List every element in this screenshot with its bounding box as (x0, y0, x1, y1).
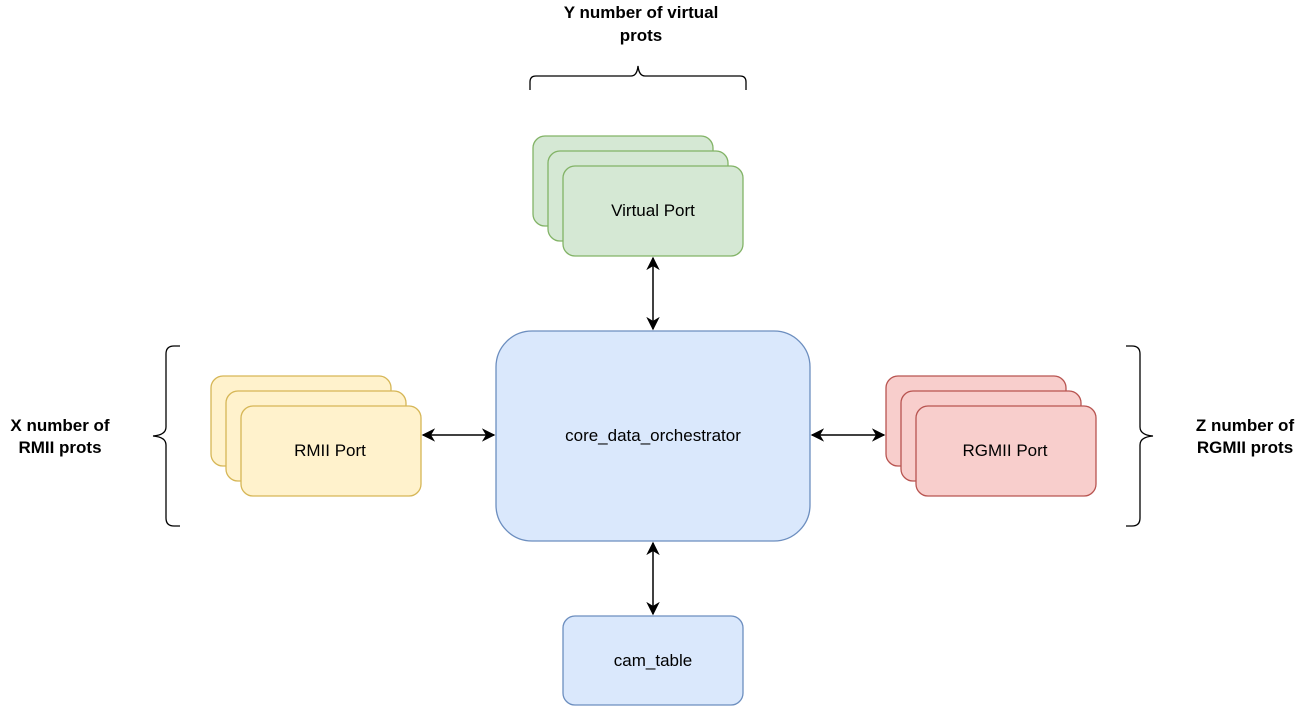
virtual-port-stack[interactable]: Virtual Port (532, 135, 744, 257)
virtual-ports-brace (529, 65, 747, 90)
rgmii-port-front-card (915, 405, 1097, 497)
rgmii-ports-brace (1126, 345, 1154, 527)
rmii-port-front-card (240, 405, 422, 497)
virtual-ports-label-line1: Y number of virtual (564, 3, 719, 22)
rgmii-ports-label-line2: RGMII prots (1197, 438, 1293, 457)
cam-table-node[interactable]: cam_table (562, 615, 744, 706)
virtual-ports-label-line2: prots (620, 26, 663, 45)
rmii-port-stack[interactable]: RMII Port (210, 375, 422, 497)
virtual-port-label: Virtual Port (611, 201, 695, 220)
rmii-ports-label-line2: RMII prots (18, 438, 101, 457)
cam-table-box (562, 615, 744, 706)
rmii-port-label: RMII Port (294, 441, 366, 460)
rmii-ports-group-label: X number of RMII prots (10, 416, 110, 457)
rgmii-ports-group-label: Z number of RGMII prots (1196, 416, 1295, 457)
rgmii-ports-label-line1: Z number of (1196, 416, 1295, 435)
virtual-ports-group-label: Y number of virtual prots (564, 3, 719, 45)
rmii-ports-label-line1: X number of (10, 416, 110, 435)
core-data-orchestrator-node[interactable]: core_data_orchestrator (495, 330, 811, 542)
core-data-orchestrator-label: core_data_orchestrator (565, 426, 741, 445)
virtual-port-front-card (562, 165, 744, 257)
cam-table-label: cam_table (614, 651, 692, 670)
core-data-orchestrator-box (495, 330, 811, 542)
rgmii-port-stack[interactable]: RGMII Port (885, 375, 1097, 497)
rmii-ports-brace (152, 345, 180, 527)
rgmii-port-label: RGMII Port (962, 441, 1047, 460)
